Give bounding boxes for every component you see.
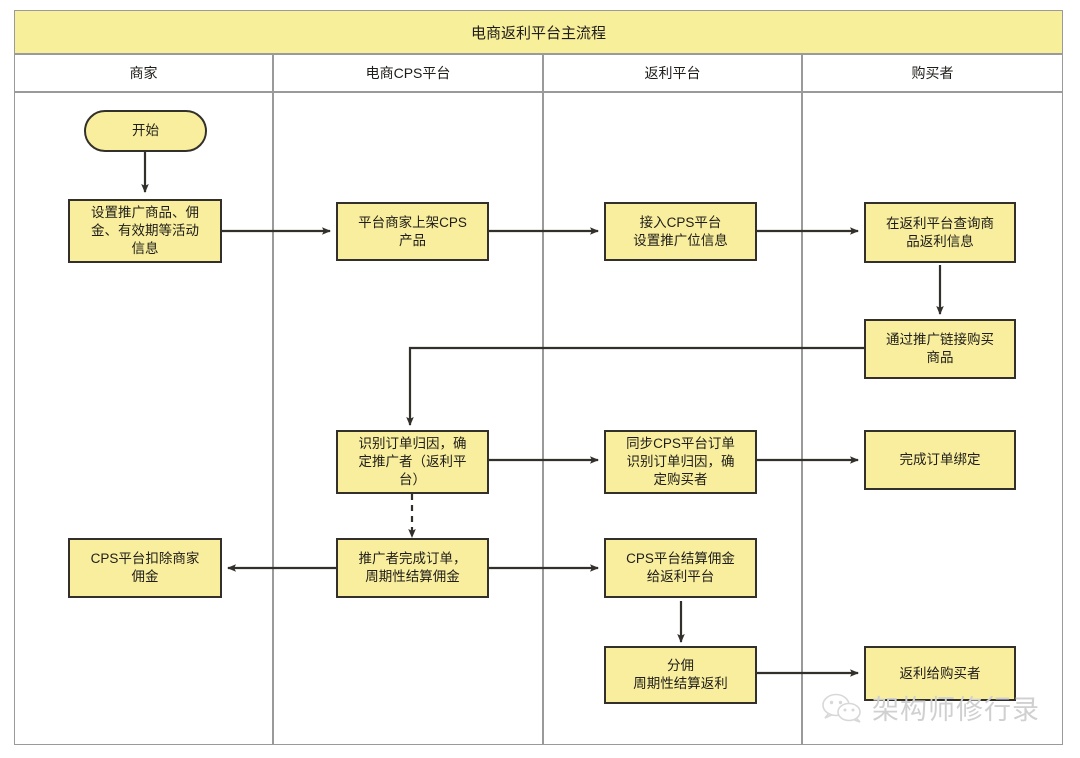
node-sync-order[interactable]: 同步CPS平台订单 识别订单归因，确 定购买者 [604, 430, 757, 494]
node-deduct[interactable]: CPS平台扣除商家 佣金 [68, 538, 222, 598]
node-join-cps[interactable]: 接入CPS平台 设置推广位信息 [604, 202, 757, 261]
lane-header-cps: 电商CPS平台 [273, 54, 543, 92]
lane-header-merchant: 商家 [14, 54, 273, 92]
node-attribute[interactable]: 识别订单归因，确 定推广者（返利平 台） [336, 430, 489, 494]
node-settle-cps[interactable]: CPS平台结算佣金 给返利平台 [604, 538, 757, 598]
edge-buy-to-attribute [406, 346, 864, 426]
node-bind-order[interactable]: 完成订单绑定 [864, 430, 1016, 490]
diagram-title: 电商返利平台主流程 [14, 10, 1063, 54]
node-split-comm[interactable]: 分佣 周期性结算返利 [604, 646, 757, 704]
node-buy-via-link[interactable]: 通过推广链接购买 商品 [864, 319, 1016, 379]
wechat-icon [822, 693, 861, 723]
watermark-text: 架构师修行录 [872, 695, 1040, 725]
lane-header-rebate: 返利平台 [543, 54, 802, 92]
node-rebate-buyer[interactable]: 返利给购买者 [864, 646, 1016, 701]
node-settle-promo[interactable]: 推广者完成订单， 周期性结算佣金 [336, 538, 489, 598]
lane-header-buyer: 购买者 [802, 54, 1063, 92]
node-start[interactable]: 开始 [84, 110, 207, 152]
node-set-promo[interactable]: 设置推广商品、佣 金、有效期等活动 信息 [68, 199, 222, 263]
lane-body-buyer [802, 92, 1063, 745]
lane-body-rebate [543, 92, 802, 745]
node-list-cps[interactable]: 平台商家上架CPS 产品 [336, 202, 489, 261]
node-query-rebate[interactable]: 在返利平台查询商 品返利信息 [864, 202, 1016, 263]
watermark: 架构师修行录 [820, 688, 1040, 727]
